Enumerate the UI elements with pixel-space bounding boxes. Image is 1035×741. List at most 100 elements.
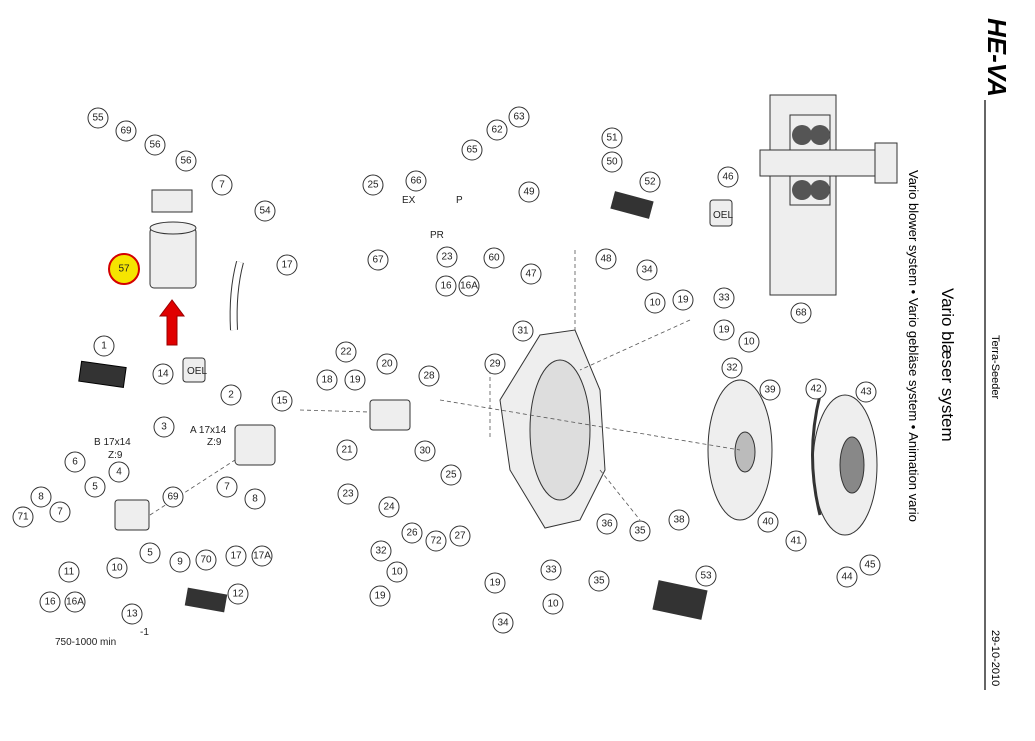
callout-30: 30: [414, 440, 436, 462]
callout-23: 23: [436, 246, 458, 268]
callout-number: 10: [547, 599, 559, 610]
callout-49: 49: [518, 181, 540, 203]
callout-circle: [251, 545, 273, 567]
callout-circle: [440, 464, 462, 486]
callout-35: 35: [629, 520, 651, 542]
callout-10: 10: [644, 292, 666, 314]
callout-circle: [227, 583, 249, 605]
callout-number: 69: [167, 492, 179, 503]
callout-number: 8: [38, 492, 44, 503]
callout-circle: [458, 275, 480, 297]
callout-number: 43: [860, 387, 872, 398]
callout-number: 72: [430, 536, 442, 547]
callout-36: 36: [596, 513, 618, 535]
callout-circle: [639, 171, 661, 193]
callout-circle: [596, 513, 618, 535]
oil-can-46: [709, 199, 733, 227]
callout-circle: [461, 139, 483, 161]
callout-number: 33: [718, 293, 730, 304]
callout-number: 48: [600, 254, 612, 265]
callout-69: 69: [115, 120, 137, 142]
callout-circle: [344, 369, 366, 391]
callout-circle: [370, 540, 392, 562]
callout-circle: [483, 247, 505, 269]
callout-circle: [211, 174, 233, 196]
callout-54: 54: [254, 200, 276, 222]
callout-60: 60: [483, 247, 505, 269]
callout-number: 29: [489, 359, 501, 370]
filter-head: [151, 189, 193, 213]
callout-number: 8: [252, 494, 258, 505]
hydraulic-motor: [369, 399, 411, 431]
callout-circle: [449, 525, 471, 547]
callout-number: 18: [321, 375, 333, 386]
callout-5: 5: [84, 476, 106, 498]
callout-number: 5: [147, 548, 153, 559]
callout-circle: [378, 496, 400, 518]
callout-circle: [169, 551, 191, 573]
callout-number: 44: [841, 572, 853, 583]
callout-number: 19: [349, 375, 361, 386]
callout-circle: [418, 365, 440, 387]
callout-circle: [121, 603, 143, 625]
callout-number: 25: [445, 470, 457, 481]
callout-number: 65: [466, 145, 478, 156]
callout-circle: [542, 593, 564, 615]
callout-11: 11: [58, 561, 80, 583]
callout-number: 21: [341, 445, 353, 456]
callout-number: 69: [120, 126, 132, 137]
callout-circle: [486, 119, 508, 141]
callout-circle: [106, 557, 128, 579]
callout-number: 34: [497, 618, 509, 629]
callout-number: 14: [157, 369, 169, 380]
callout-number: 17: [230, 551, 242, 562]
callout-number: 1: [101, 341, 107, 352]
callout-circle: [153, 416, 175, 438]
callout-68: 68: [790, 302, 812, 324]
callout-circle: [636, 259, 658, 281]
callout-23: 23: [337, 483, 359, 505]
callout-34: 34: [636, 259, 658, 281]
callout-10: 10: [386, 561, 408, 583]
callout-43: 43: [855, 381, 877, 403]
oel-label: OEL: [713, 210, 733, 221]
callout-69: 69: [162, 486, 184, 508]
callout-circle: [436, 246, 458, 268]
callout-9: 9: [169, 551, 191, 573]
callout-number: 26: [406, 528, 418, 539]
callout-circle: [405, 170, 427, 192]
callout-circle: [601, 127, 623, 149]
callout-number: 63: [513, 112, 525, 123]
pad-1: [78, 360, 127, 388]
callout-24: 24: [378, 496, 400, 518]
callout-number: 2: [228, 390, 234, 401]
callout-circle: [84, 476, 106, 498]
callout-32: 32: [370, 540, 392, 562]
callout-34: 34: [492, 612, 514, 634]
callout-number: 7: [224, 482, 230, 493]
callout-circle: [12, 506, 34, 528]
callout-17: 17: [225, 545, 247, 567]
callout-number: 42: [810, 384, 822, 395]
callout-circle: [254, 200, 276, 222]
callout-circle: [713, 319, 735, 341]
callout-number: 9: [177, 557, 183, 568]
callout-circle: [520, 263, 542, 285]
pad-12: [184, 587, 228, 613]
heva-logo: HE-VA: [982, 18, 1012, 97]
callout-circle: [738, 331, 760, 353]
callout-circle: [87, 107, 109, 129]
callout-14: 14: [152, 363, 174, 385]
callout-67: 67: [367, 249, 389, 271]
callout-circle: [540, 559, 562, 581]
p-label: P: [456, 195, 463, 206]
pump-b-z-label: Z:9: [108, 450, 123, 461]
callout-number: 36: [601, 519, 613, 530]
callout-number: 41: [790, 536, 802, 547]
callout-circle: [785, 530, 807, 552]
callout-number: 45: [864, 560, 876, 571]
callout-18: 18: [316, 369, 338, 391]
callout-25: 25: [440, 464, 462, 486]
callout-number: 51: [606, 133, 618, 144]
callout-circle: [601, 151, 623, 173]
